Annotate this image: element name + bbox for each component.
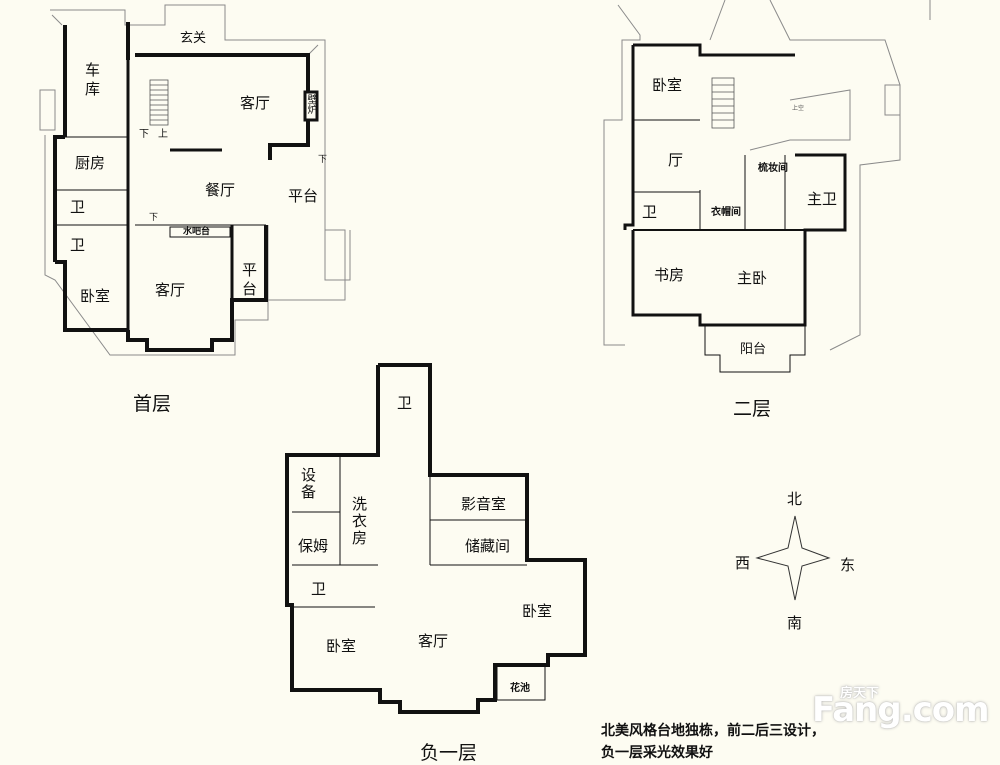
room-hall-2f: 厅 [668,151,684,169]
room-laundry: 洗衣房 [350,496,368,547]
stair-down-mark: 下 [139,129,149,140]
room-terrace-east: 平台 [288,187,319,205]
room-fireplace: 壁炉 [305,94,316,114]
room-living-b1: 客厅 [418,632,449,650]
room-bedroom: 卧室 [80,287,111,305]
room-bath-b1: 卫 [311,580,327,598]
room-bath-2f: 卫 [642,203,658,221]
room-dining: 餐厅 [205,181,236,199]
room-nanny: 保姆 [298,537,329,555]
stair-up-mark: 上 [158,129,168,140]
room-closet: 衣帽间 [711,207,741,218]
room-bath-2: 卫 [70,236,86,254]
compass-east: 东 [840,556,856,574]
room-storage: 储藏间 [465,537,511,555]
room-balcony: 阳台 [740,342,767,357]
room-flower-bed: 花池 [510,683,530,694]
compass-north: 北 [787,490,803,508]
watermark-brand-en: Fang.com [812,690,990,730]
room-master-bath: 主卫 [807,190,838,208]
room-living-south: 客厅 [155,281,186,299]
room-study: 书房 [654,266,685,284]
caption-line-1: 北美风格台地独栋，前二后三设计， [601,723,825,739]
room-master-bedroom: 主卧 [737,269,768,287]
room-bedroom-east-b1: 卧室 [522,602,553,620]
room-open-to-below: 上空 [792,105,805,112]
room-living-north: 客厅 [240,94,271,112]
room-foyer: 玄关 [180,31,207,46]
stair-down-mark-east: 下 [318,155,328,165]
room-dressing: 梳妆间 [758,163,788,174]
room-kitchen: 厨房 [75,154,106,172]
room-bath-top-b1: 卫 [397,394,413,412]
caption-line-2: 负一层采光效果好 [601,745,713,761]
floor-title-ground: 首层 [133,393,172,415]
room-theater: 影音室 [461,495,507,513]
floor-title-basement: 负一层 [420,742,478,764]
room-bedroom-2f: 卧室 [652,76,683,94]
compass-star [755,515,831,601]
room-terrace-south: 平台 [240,262,258,300]
room-garage: 车库 [83,62,101,100]
room-bedroom-west-b1: 卧室 [326,637,357,655]
room-equipment: 设备 [299,467,317,501]
room-water-bar: 水吧台 [183,227,211,237]
stair-down-mark-2: 下 [149,213,159,223]
floor-title-second: 二层 [733,398,772,420]
watermark-brand-cn: 房天下 [840,686,880,701]
room-bath-1: 卫 [70,198,86,216]
compass-west: 西 [735,554,751,572]
compass-south: 南 [787,614,803,632]
